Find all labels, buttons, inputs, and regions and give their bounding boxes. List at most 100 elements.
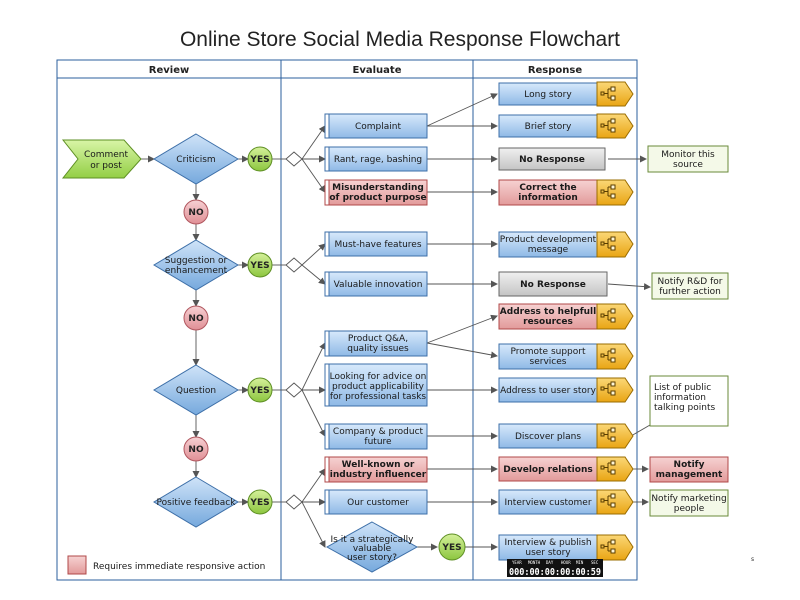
decision-suggestion: Suggestion or enhancement <box>153 239 239 291</box>
outcome-monitor-line2: source <box>673 160 703 170</box>
resp-develop-label: Develop relations <box>503 465 592 475</box>
yes-label: YES <box>249 498 269 508</box>
resp-interview-publish: Interview & publish user story <box>498 534 634 561</box>
outcome-notify-mgmt-line1: Notify <box>674 460 705 470</box>
decision-question-label: Question <box>176 386 216 396</box>
eval-company: Company & product future <box>324 423 428 450</box>
no-label: NO <box>188 208 204 218</box>
resp-address-helpful-line1: Address to helpfull <box>500 307 596 317</box>
resp-discover-plans: Discover plans <box>498 423 634 449</box>
yes-circle-suggestion: YES <box>247 252 273 278</box>
eval-must-have: Must-have features <box>324 231 428 257</box>
eval-strategic-line3: user story? <box>347 553 397 563</box>
timer-unit-month: MONTH <box>528 560 541 565</box>
eval-advice-line3: for professional tasks <box>330 392 427 402</box>
eval-wellknown-line2: industry influencer <box>330 470 427 480</box>
yes-circle-positive: YES <box>247 489 273 515</box>
outcome-monitor-source: Monitor this source <box>647 145 729 173</box>
eval-misunderstanding-line2: of product purpose <box>329 193 426 203</box>
page-number: s <box>751 556 755 563</box>
eval-misunderstanding: Misunderstanding of product purpose <box>324 179 428 206</box>
resp-correct-line1: Correct the <box>519 183 576 193</box>
timer-unit-min: MIN <box>576 560 584 565</box>
outcome-list-public-line2: information <box>654 393 706 403</box>
resp-promote-line2: services <box>530 357 567 367</box>
eval-wellknown: Well-known or industry influencer <box>324 456 428 483</box>
timer-unit-hour: HOUR <box>561 560 571 565</box>
outcome-list-public-line3: talking points <box>654 403 715 413</box>
decision-question: Question <box>153 364 239 416</box>
eval-strategic-line2: valuable <box>353 544 392 554</box>
no-label: NO <box>188 314 204 324</box>
eval-strategic-decision: Is it a strategically valuable user stor… <box>325 521 419 573</box>
resp-discover-label: Discover plans <box>515 432 581 442</box>
decision-suggestion-label-1: Suggestion or <box>165 256 228 266</box>
resp-no-response-label: No Response <box>519 155 585 165</box>
eval-qa-line2: quality issues <box>347 344 409 354</box>
decision-criticism-label: Criticism <box>176 155 215 165</box>
resp-interview-customer: Interview customer <box>498 489 634 515</box>
eval-our-customer: Our customer <box>324 489 428 515</box>
start-label-line2: or post <box>90 161 122 171</box>
resp-interview-publish-line1: Interview & publish <box>504 538 591 548</box>
yes-label: YES <box>249 261 269 271</box>
eval-strategic-line1: Is it a strategically <box>331 535 415 545</box>
decision-criticism: Criticism <box>153 133 239 185</box>
outcome-notify-rd-line1: Notify R&D for <box>658 277 723 287</box>
decision-positive-label: Positive feedback <box>157 498 237 508</box>
timer-unit-sec: SEC <box>591 560 599 565</box>
eval-our-customer-label: Our customer <box>347 498 409 508</box>
eval-valuable: Valuable innovation <box>324 271 428 297</box>
no-circle-3: NO <box>183 436 209 462</box>
outcome-notify-marketing: Notify marketing people <box>649 489 729 517</box>
outcome-monitor-line1: Monitor this <box>661 150 715 160</box>
outcome-list-public: List of public information talking point… <box>649 375 729 427</box>
no-circle-1: NO <box>183 199 209 225</box>
decision-positive-feedback: Positive feedback <box>153 476 239 528</box>
resp-product-dev-line2: message <box>528 245 569 255</box>
eval-rant: Rant, rage, bashing <box>324 146 428 172</box>
yes-label: YES <box>249 155 269 165</box>
outcome-notify-marketing-line2: people <box>674 504 705 514</box>
lane-response-header: Response <box>528 65 583 76</box>
resp-product-development: Product development message <box>498 231 634 258</box>
resp-correct-information: Correct the information <box>498 179 634 206</box>
eval-complaint-label: Complaint <box>355 122 401 132</box>
eval-wellknown-line1: Well-known or <box>342 460 415 470</box>
resp-brief-story: Brief story <box>498 113 634 139</box>
eval-rant-label: Rant, rage, bashing <box>334 155 422 165</box>
timer-unit-day: DAY <box>546 560 554 565</box>
outcome-notify-rd-line2: further action <box>659 287 721 297</box>
no-circle-2: NO <box>183 305 209 331</box>
eval-valuable-label: Valuable innovation <box>334 280 423 290</box>
yes-circle-criticism: YES <box>247 146 273 172</box>
outcome-notify-marketing-line1: Notify marketing <box>651 494 726 504</box>
eval-advice-line1: Looking for advice on <box>330 372 427 382</box>
lane-evaluate-header: Evaluate <box>353 65 402 76</box>
resp-long-story: Long story <box>498 81 634 107</box>
resp-long-story-label: Long story <box>524 90 572 100</box>
no-label: NO <box>188 445 204 455</box>
eval-complaint: Complaint <box>324 113 428 139</box>
outcome-notify-rd: Notify R&D for further action <box>651 272 729 300</box>
resp-address-user-label: Address to user story <box>500 386 597 396</box>
timer-unit-year: YEAR <box>512 560 522 565</box>
resp-product-dev-line1: Product development <box>500 235 597 245</box>
eval-company-line1: Company & product <box>333 427 424 437</box>
resp-promote-line1: Promote support <box>510 347 586 357</box>
resp-address-helpful-line2: resources <box>523 317 573 327</box>
resp-brief-story-label: Brief story <box>525 122 572 132</box>
gateway-diamonds <box>285 151 303 510</box>
eval-company-line2: future <box>364 437 392 447</box>
resp-no-response-2: No Response <box>498 271 608 297</box>
eval-misunderstanding-line1: Misunderstanding <box>332 183 424 193</box>
start-label-line1: Comment <box>84 150 129 160</box>
timer-value: 000:00:00:00:00:59 <box>509 567 601 578</box>
legend-swatch <box>67 555 87 575</box>
resp-interview-label: Interview customer <box>504 498 591 508</box>
outcome-notify-management: Notify management <box>649 456 729 483</box>
resp-address-helpful: Address to helpfull resources <box>498 303 634 330</box>
swimlanes: Review Evaluate Response <box>56 59 638 581</box>
resp-promote-support: Promote support services <box>498 343 634 370</box>
lane-review-header: Review <box>149 65 189 76</box>
